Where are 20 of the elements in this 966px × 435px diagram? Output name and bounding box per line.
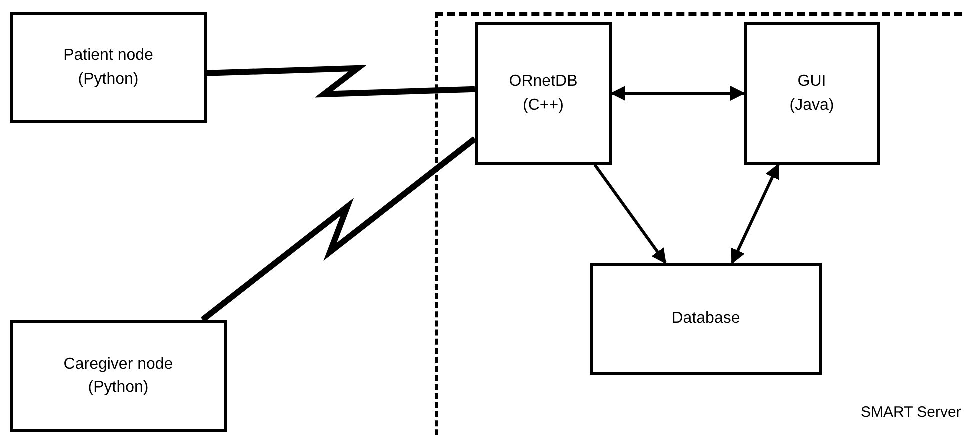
lightning-link bbox=[200, 136, 477, 322]
arrow bbox=[730, 164, 780, 264]
boundary-label: SMART Server bbox=[861, 403, 962, 423]
box-title: GUI bbox=[798, 72, 826, 92]
process-box bbox=[744, 22, 880, 165]
process-box bbox=[10, 12, 207, 123]
box-subtitle: (Java) bbox=[790, 96, 834, 116]
arrow bbox=[610, 86, 746, 101]
box-title: Database bbox=[672, 309, 740, 330]
process-box bbox=[590, 263, 822, 375]
box-subtitle: (C++) bbox=[523, 96, 564, 116]
box-title: Patient node bbox=[64, 46, 154, 66]
arrow bbox=[594, 164, 667, 264]
box-title: ORnetDB bbox=[509, 72, 578, 92]
box-title: Caregiver node bbox=[64, 354, 174, 375]
process-box bbox=[475, 22, 612, 165]
lightning-link bbox=[206, 65, 476, 98]
box-subtitle: (Python) bbox=[78, 70, 139, 90]
box-subtitle: (Python) bbox=[88, 378, 149, 398]
process-box bbox=[10, 320, 227, 432]
